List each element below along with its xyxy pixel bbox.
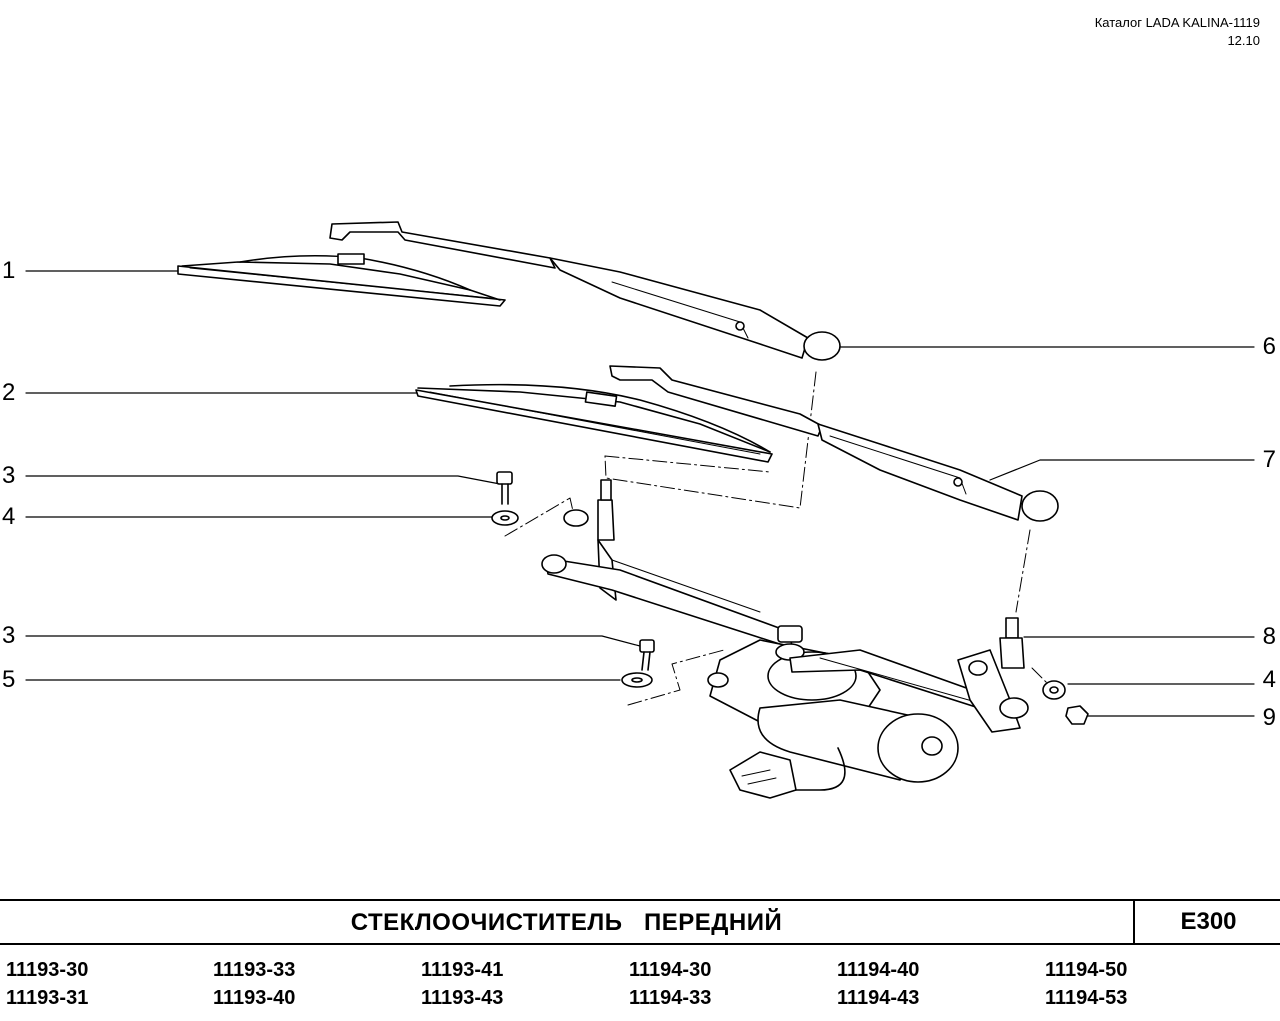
callout-2: 2 <box>2 379 16 406</box>
callout-4-left: 4 <box>2 503 16 530</box>
page-title: СТЕКЛООЧИСТИТЕЛЬ ПЕРЕДНИЙ <box>350 909 783 936</box>
section-code: E300 <box>1133 901 1280 943</box>
model-code: 11194-33 <box>629 987 712 1009</box>
model-code: 11193-43 <box>421 987 504 1009</box>
model-code: 11194-40 <box>837 959 920 981</box>
model-code: 11194-30 <box>629 959 712 981</box>
callout-1: 1 <box>2 257 16 284</box>
model-code: 11193-40 <box>213 987 296 1009</box>
catalog-date: 12.10 <box>1227 33 1260 48</box>
title-bar: СТЕКЛООЧИСТИТЕЛЬ ПЕРЕДНИЙ E300 <box>0 899 1280 945</box>
fasteners <box>491 471 1089 725</box>
catalog-name: Каталог LADA KALINA-1119 <box>1094 15 1260 30</box>
assembly-lines <box>504 371 1049 706</box>
model-list: 11193-30 11193-31 11193-33 11193-40 1119… <box>0 956 1280 1016</box>
model-code: 11193-30 <box>6 959 89 981</box>
callout-4-right: 4 <box>1262 666 1276 693</box>
callout-6: 6 <box>1262 333 1276 360</box>
leader-lines <box>25 270 1255 717</box>
model-code: 11193-31 <box>6 987 89 1009</box>
wiper-linkage-and-motor <box>541 479 1029 799</box>
catalog-header: Каталог LADA KALINA-1119 12.10 <box>1095 14 1260 50</box>
model-code: 11194-50 <box>1045 959 1128 981</box>
callout-9: 9 <box>1262 704 1276 731</box>
wiper-arm-lower <box>609 365 1059 522</box>
callout-3-lower: 3 <box>2 622 16 649</box>
callout-5: 5 <box>2 666 16 693</box>
callout-7: 7 <box>1262 446 1276 473</box>
model-code: 11193-33 <box>213 959 296 981</box>
wiper-blade-upper <box>177 253 506 307</box>
model-code: 11194-43 <box>837 987 920 1009</box>
callout-3-upper: 3 <box>2 462 16 489</box>
model-code: 11194-53 <box>1045 987 1128 1009</box>
callout-8: 8 <box>1262 623 1276 650</box>
model-code: 11193-41 <box>421 959 504 981</box>
wiper-arm-upper <box>329 221 841 361</box>
wiper-assembly-drawing <box>25 221 1255 799</box>
wiper-blade-lower <box>415 383 773 463</box>
